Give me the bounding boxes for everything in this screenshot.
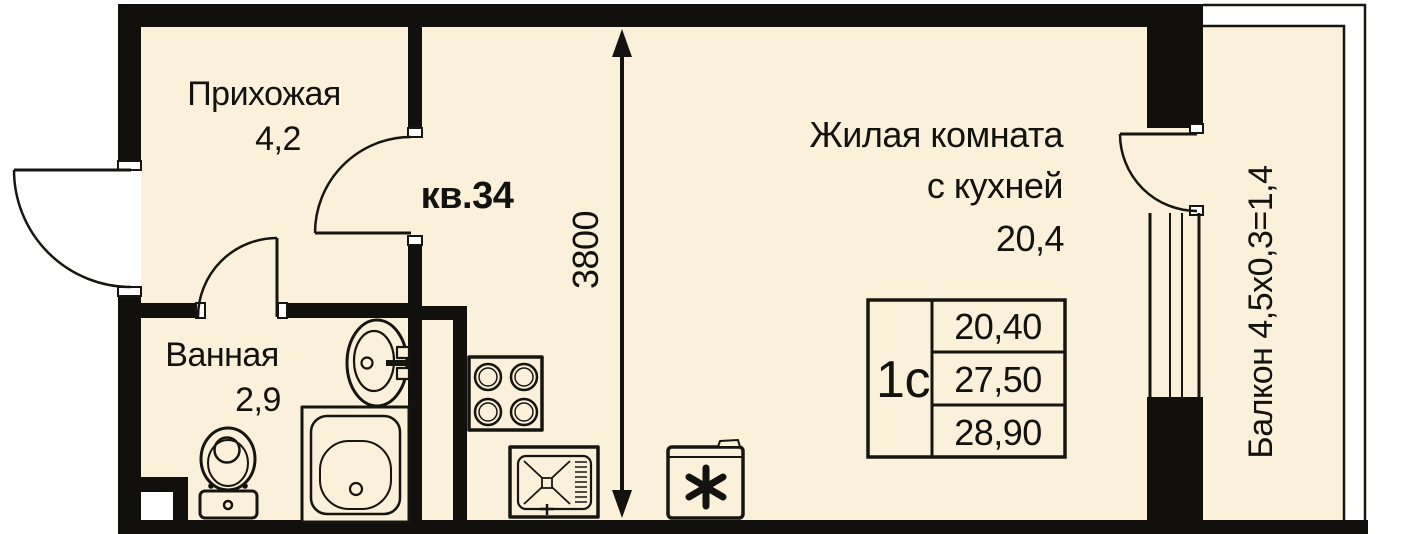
spec-value-total: 28,90	[954, 412, 1042, 453]
sink-faucet-handle	[395, 366, 411, 381]
wall-left-upper	[118, 4, 141, 162]
spec-table-gridlines	[930, 300, 1065, 457]
burner-inner-ring	[514, 402, 534, 422]
toilet-hinge-dot	[242, 483, 248, 489]
toilet-hinge-dot	[208, 483, 214, 489]
wall-bathroom-east	[408, 245, 422, 522]
door-jamb	[117, 286, 142, 297]
sink-faucet-handle	[395, 345, 411, 360]
balcony-inner-line	[1203, 24, 1346, 520]
hallway-label: Прихожая	[187, 75, 341, 113]
toilet-button	[222, 499, 234, 511]
bathroom-area: 2,9	[235, 381, 281, 419]
living-room-label-line2: с кухней	[927, 165, 1063, 206]
wall-bathroom-top-left	[141, 303, 196, 318]
bathtub-drain	[348, 481, 364, 497]
toilet-seat	[207, 439, 249, 487]
drainboard-lines	[575, 461, 587, 503]
kitchen-sink-rim	[516, 454, 593, 511]
door-swing-arc	[313, 135, 412, 234]
spec-table-border	[866, 298, 1067, 459]
burner-icon	[509, 397, 539, 427]
window-frame-lines	[1148, 213, 1201, 397]
bathtub-outer	[300, 405, 411, 524]
door-jamb	[407, 127, 423, 138]
spec-table: 1с 20,40 27,50 28,90	[866, 298, 1067, 459]
sink-drain	[360, 356, 374, 370]
wall-right-pier-top	[1147, 27, 1203, 128]
bathtub-icon	[300, 405, 411, 524]
wall-bottom	[118, 520, 1368, 534]
apartment-floor	[118, 4, 1203, 534]
wall-corner-horizontal	[141, 477, 188, 492]
arrow-head-down	[612, 490, 632, 518]
kitchen-faucet	[540, 504, 554, 515]
toilet-icon	[198, 426, 259, 520]
balcony-label: Балкон 4,5х0,3=1,4	[1242, 165, 1280, 458]
bathroom-door	[196, 236, 279, 318]
apartment-number: кв.34	[421, 175, 514, 217]
burner-icon	[473, 397, 503, 427]
hallway-area: 4,2	[255, 120, 301, 158]
wall-bathroom-top-right	[287, 303, 408, 318]
wall-left-lower	[118, 296, 141, 534]
wall-kitchen-vertical	[453, 320, 467, 522]
fridge-handle	[717, 439, 741, 448]
dimension-label: 3800	[565, 211, 606, 289]
toilet-tank	[198, 489, 259, 520]
toilet-flush	[213, 436, 241, 464]
door-jamb	[407, 235, 423, 246]
burner-inner-ring	[478, 367, 498, 387]
spec-value-area: 27,50	[954, 359, 1042, 400]
fridge-icon	[666, 439, 745, 520]
balcony-outer-line	[1203, 3, 1367, 527]
apartment-type: 1с	[876, 351, 930, 409]
wall-hallway-living-upper	[408, 27, 422, 128]
entrance-door	[12, 168, 132, 289]
arrow-head-up	[612, 29, 632, 57]
toilet-bowl	[199, 426, 257, 492]
burner-inner-ring	[478, 402, 498, 422]
door-swing-arc	[1118, 133, 1198, 213]
balcony-window-icon	[1148, 213, 1201, 397]
wall-corner-vertical	[173, 492, 188, 522]
living-room-label-line1: Жилая комната	[809, 114, 1064, 155]
kitchen-sink-icon	[508, 445, 600, 519]
asterisk-icon	[685, 464, 727, 510]
balcony-floor	[1203, 26, 1344, 520]
wall-kitchen-stub	[422, 306, 467, 320]
door-swing-arc	[12, 169, 132, 289]
window-glazing-lines	[1169, 213, 1183, 397]
bathroom-label: Ванная	[165, 336, 278, 374]
bathtub-rim	[309, 414, 402, 516]
door-jamb	[277, 302, 288, 319]
door-jamb	[1189, 123, 1204, 134]
entrance-opening	[118, 170, 141, 287]
living-room-area: 20,4	[996, 218, 1064, 259]
wall-top	[118, 4, 1203, 27]
door-swing-arc	[196, 236, 278, 318]
walls	[118, 4, 1368, 534]
spec-value-living: 20,40	[954, 306, 1042, 347]
burner-inner-ring	[514, 367, 534, 387]
kitchen-sink-drain	[541, 477, 553, 489]
dimension-arrow	[612, 29, 632, 518]
wall-right-pier-bottom	[1147, 397, 1203, 524]
balcony-door	[1118, 132, 1198, 213]
burner-icon	[509, 362, 539, 392]
duct-notch	[141, 492, 173, 520]
kitchen-sink-unit	[508, 445, 600, 519]
stove-icon	[467, 355, 544, 432]
bathtub-basin	[319, 440, 392, 510]
hallway-door	[313, 135, 412, 235]
burner-icon	[473, 362, 503, 392]
